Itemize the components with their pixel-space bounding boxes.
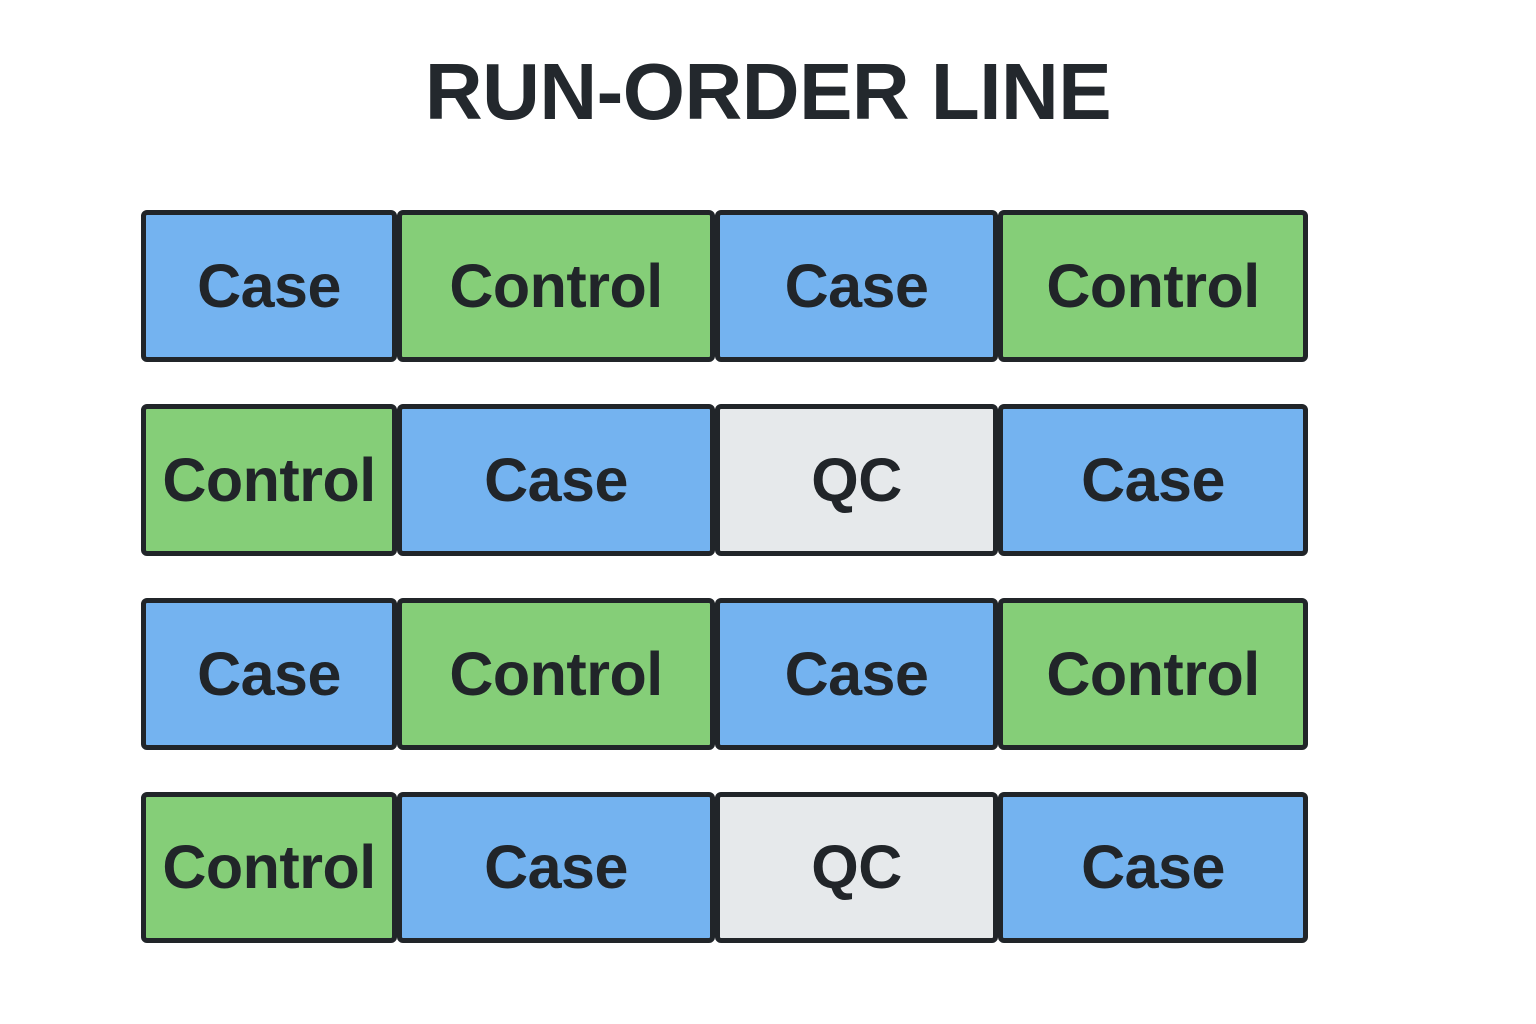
sample-box-control[interactable]: Control [397,598,715,750]
sample-box-case[interactable]: Case [715,598,998,750]
sample-box-case[interactable]: Case [397,792,715,943]
sample-box-control[interactable]: Control [141,404,397,556]
run-order-grid: Case Control Case Control Control Case Q… [141,210,1421,944]
sample-box-label: Case [784,639,929,708]
sample-box-case[interactable]: Case [715,210,998,362]
sample-box-qc[interactable]: QC [715,404,998,556]
sample-box-label: Case [784,251,929,320]
sample-box-label: Case [1081,833,1225,901]
sample-box-label: Case [197,251,341,320]
sample-box-label: Case [484,833,628,901]
sample-box-case[interactable]: Case [397,404,715,556]
sample-box-control[interactable]: Control [998,210,1308,362]
sample-box-control[interactable]: Control [141,792,397,943]
page-title: RUN-ORDER LINE [424,47,1112,136]
sample-box-label: Control [449,251,663,320]
sample-box-control[interactable]: Control [397,210,715,362]
sample-box-qc[interactable]: QC [715,792,998,943]
sample-box-label: Control [1046,639,1260,708]
sample-box-label: Control [162,445,376,514]
sample-box-label: QC [811,833,902,901]
sample-box-label: Case [197,639,341,708]
sample-box-label: QC [811,445,902,514]
sample-box-label: Case [484,445,628,514]
sample-box-label: Case [1081,445,1225,514]
sample-box-label: Control [162,833,376,901]
sample-box-label: Control [1046,251,1260,320]
sample-box-label: Control [449,639,663,708]
sample-box-control[interactable]: Control [998,598,1308,750]
sample-box-case[interactable]: Case [998,792,1308,943]
sample-box-case[interactable]: Case [141,598,397,750]
sample-box-case[interactable]: Case [998,404,1308,556]
sample-box-case[interactable]: Case [141,210,397,362]
